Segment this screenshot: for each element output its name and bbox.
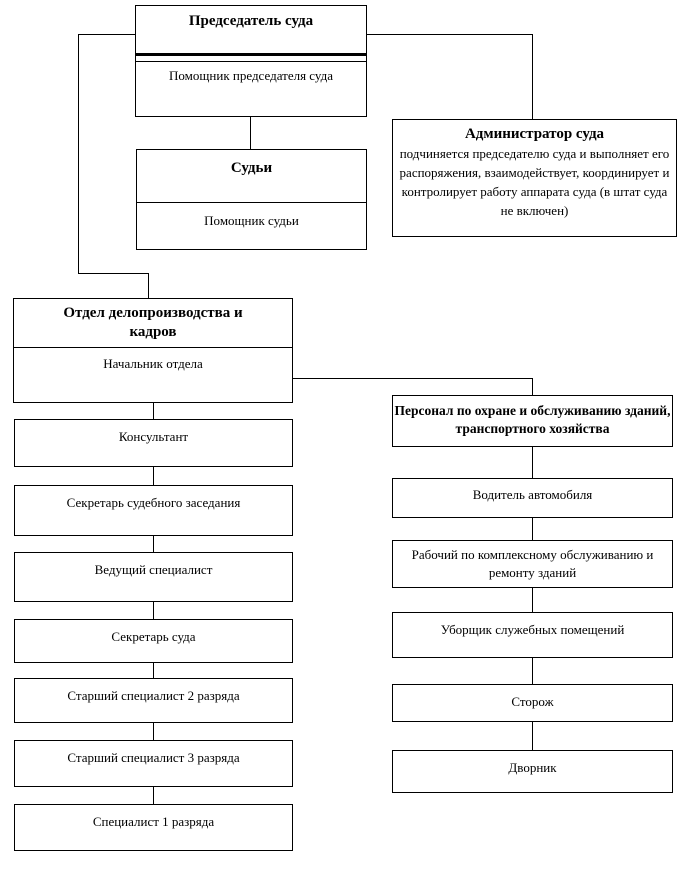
node-court-session-secretary: Секретарь судебного заседания xyxy=(14,485,293,536)
administrator-title: Администратор суда xyxy=(464,126,605,142)
node-records-dept: Отдел делопроизводства и кадров Начальни… xyxy=(13,298,293,403)
chairman-title: Председатель суда xyxy=(136,6,366,56)
connector-chairman-to-administrator xyxy=(367,34,533,119)
administrator-description: подчиняется председателю суда и выполняе… xyxy=(399,146,670,218)
node-court-secretary: Секретарь суда xyxy=(14,619,293,663)
chairman-divider xyxy=(136,56,366,62)
node-senior-specialist-2: Старший специалист 2 разряда xyxy=(14,678,293,723)
judges-assistant: Помощник судьи xyxy=(204,213,299,228)
judges-title: Судьи xyxy=(137,150,366,203)
chairman-assistant: Помощник председателя суда xyxy=(169,68,333,83)
node-maintenance-dept: Персонал по охране и обслуживанию зданий… xyxy=(392,395,673,447)
records-dept-head: Начальник отдела xyxy=(103,356,203,371)
records-dept-title: Отдел делопроизводства и кадров xyxy=(14,299,292,348)
node-watchman: Сторож xyxy=(392,684,673,722)
node-administrator: Администратор суда подчиняется председат… xyxy=(392,119,677,237)
node-yard-keeper: Дворник xyxy=(392,750,673,793)
node-judges: Судьи Помощник судьи xyxy=(136,149,367,250)
connector-chairman-to-dept xyxy=(78,34,149,298)
node-senior-specialist-3: Старший специалист 3 разряда xyxy=(14,740,293,787)
node-cleaner: Уборщик служебных помещений xyxy=(392,612,673,658)
connector-depthead-to-maintenance xyxy=(293,378,533,395)
node-consultant: Консультант xyxy=(14,419,293,467)
node-specialist-1: Специалист 1 разряда xyxy=(14,804,293,851)
node-maintenance-worker: Рабочий по комплексному обслуживанию и р… xyxy=(392,540,673,588)
node-driver: Водитель автомобиля xyxy=(392,478,673,518)
node-chairman: Председатель суда Помощник председателя … xyxy=(135,5,367,117)
node-leading-specialist: Ведущий специалист xyxy=(14,552,293,602)
